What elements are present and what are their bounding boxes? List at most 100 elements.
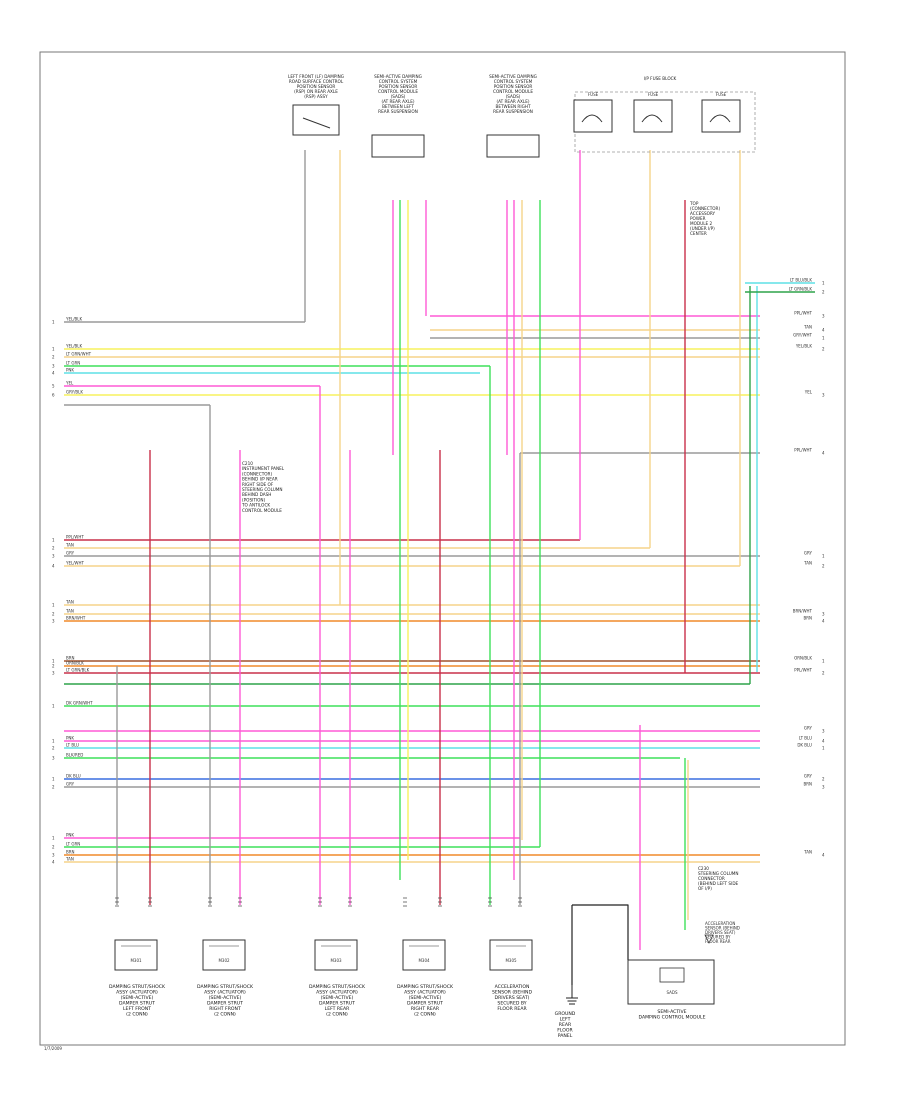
left-pin-number: 5 xyxy=(52,384,55,389)
right-pin-number: 2 xyxy=(822,564,825,569)
left-pin-number: 2 xyxy=(52,355,55,360)
right-wire-label: LT BLU xyxy=(799,736,812,741)
module-code: SADS xyxy=(667,990,678,995)
right-wire-label: GRY/WHT xyxy=(793,333,812,338)
right-pin-number: 3 xyxy=(822,729,825,734)
fuse-0 xyxy=(573,99,613,133)
left-pin-number: 1 xyxy=(52,659,55,664)
left-wire-label: TAN xyxy=(65,857,74,862)
left-pin-number: 1 xyxy=(52,320,55,325)
left-pin-number: 2 xyxy=(52,845,55,850)
left-pin-number: 4 xyxy=(52,860,55,865)
right-pin-number: 4 xyxy=(822,328,825,333)
right-pin-number: 4 xyxy=(822,451,825,456)
left-pin-number: 3 xyxy=(52,364,55,369)
right-wire-label: GRY xyxy=(804,774,813,779)
actuator-code-0: M301 xyxy=(130,958,142,963)
right-wire-label: DK BLU xyxy=(797,743,812,748)
left-wire-label: DK BLU xyxy=(66,774,81,779)
left-pin-number: 1 xyxy=(52,739,55,744)
right-wire-label: YEL/BLK xyxy=(795,344,813,349)
right-wire-label: GRY xyxy=(804,551,813,556)
right-pin-number: 4 xyxy=(822,739,825,744)
left-pin-number: 6 xyxy=(52,393,55,398)
left-wire-label: ORN/BLK xyxy=(66,661,84,666)
right-wire-label: TAN xyxy=(803,561,812,566)
right-wire-label: LT BLU/BLK xyxy=(790,278,812,283)
right-wire-label: ORN/BLK xyxy=(794,656,812,661)
left-wire-label: LT BLU xyxy=(66,743,79,748)
actuator-code-4: M305 xyxy=(505,958,517,963)
left-pin-number: 3 xyxy=(52,554,55,559)
right-pin-number: 4 xyxy=(822,619,825,624)
right-wire-label: GRY xyxy=(804,726,813,731)
left-wire-label: GRY xyxy=(66,551,75,556)
actuator-3 xyxy=(402,939,446,971)
page-reference: 1/7/2009 xyxy=(44,1046,62,1051)
right-pin-number: 2 xyxy=(822,347,825,352)
right-pin-number: 2 xyxy=(822,671,825,676)
left-pin-number: 4 xyxy=(52,371,55,376)
right-wire-label: BRN xyxy=(803,616,812,621)
lf-position-sensor xyxy=(292,104,340,136)
right-pin-number: 3 xyxy=(822,785,825,790)
right-wire-label: BRN xyxy=(803,782,812,787)
left-wire-label: LT GRN/BLK xyxy=(66,668,90,673)
left-wire-label: TAN xyxy=(65,609,74,614)
module-box-1 xyxy=(371,134,425,158)
actuator-1 xyxy=(202,939,246,971)
left-pin-number: 3 xyxy=(52,619,55,624)
fuse-element-1 xyxy=(641,114,663,123)
actuator-0 xyxy=(114,939,158,971)
left-wire-label: GRY xyxy=(66,782,75,787)
left-wire-label: BRN/WHT xyxy=(66,616,86,621)
left-wire-label: PNK xyxy=(66,736,74,741)
left-pin-number: 1 xyxy=(52,777,55,782)
right-wire-label: PPL/WHT xyxy=(794,448,812,453)
left-wire-label: LT GRN/WHT xyxy=(66,352,92,357)
fuse-label-1: FUSE xyxy=(648,92,659,97)
fuse-1 xyxy=(633,99,673,133)
left-wire-label: YEL xyxy=(65,381,74,386)
right-pin-number: 1 xyxy=(822,746,825,751)
left-pin-number: 2 xyxy=(52,664,55,669)
accel-sensor-symbol xyxy=(704,934,714,944)
module-internal xyxy=(659,967,685,983)
left-pin-number: 2 xyxy=(52,746,55,751)
right-wire-label: TAN xyxy=(803,850,812,855)
left-wire-label: YEL/WHT xyxy=(65,561,85,566)
right-pin-number: 3 xyxy=(822,393,825,398)
left-wire-label: LT GRN xyxy=(66,361,80,366)
left-wire-label: PPL/WHT xyxy=(66,535,84,540)
right-pin-number: 1 xyxy=(822,659,825,664)
damping-control-module xyxy=(627,959,715,1005)
left-wire-label: TAN xyxy=(65,600,74,605)
fuse-2 xyxy=(701,99,741,133)
actuator-2 xyxy=(314,939,358,971)
left-pin-number: 2 xyxy=(52,546,55,551)
left-wire-label: GRY/BLK xyxy=(66,390,83,395)
right-pin-number: 4 xyxy=(822,853,825,858)
left-pin-number: 3 xyxy=(52,853,55,858)
fuse-element-0 xyxy=(581,114,603,123)
actuator-code-2: M303 xyxy=(330,958,342,963)
diagram-frame xyxy=(39,51,846,1046)
ground-to-module xyxy=(572,904,629,960)
right-wire-label: YEL xyxy=(804,390,813,395)
sensor-wiper xyxy=(302,117,331,129)
right-pin-number: 3 xyxy=(822,314,825,319)
right-pin-number: 1 xyxy=(822,336,825,341)
fuse-label-0: FUSE xyxy=(588,92,599,97)
